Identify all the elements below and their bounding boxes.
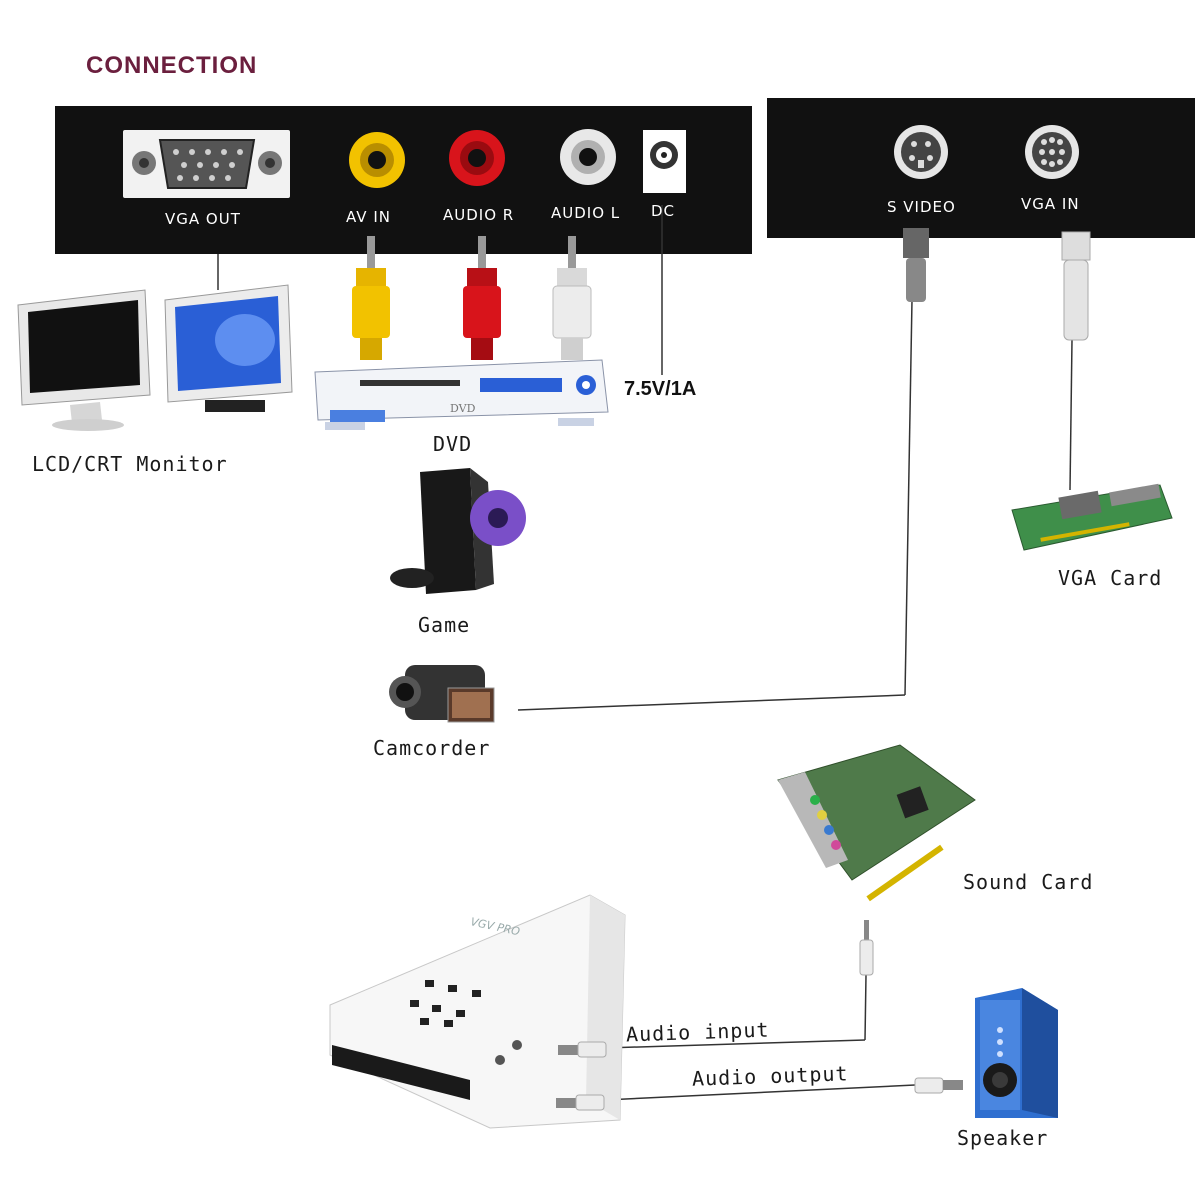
audio-input-label: Audio input [625,1017,770,1047]
game-console-icon [390,468,526,594]
sound-card-label: Sound Card [963,870,1094,894]
vga-in-plug-icon [1061,231,1091,341]
crt-monitor-icon [164,284,293,412]
camcorder-label: Camcorder [373,736,491,760]
dvd-logo-text: DVD [450,402,476,415]
yellow-rca-plug-icon [352,236,390,360]
audio-r-label: AUDIO R [443,206,515,224]
s-video-label: S VIDEO [887,198,956,216]
red-rca-plug-icon [463,236,501,360]
game-label: Game [418,613,471,637]
dc-label: DC [651,202,676,220]
s-video-port-icon [894,125,948,179]
speaker-icon [975,988,1058,1118]
power-spec-label: 7.5V/1A [624,378,697,400]
audio-l-label: AUDIO L [551,204,621,222]
vga-out-port-icon [123,130,290,198]
vga-card-icon [1011,483,1173,551]
audio-r-jack-icon [449,130,505,186]
vga-card-label: VGA Card [1058,566,1163,590]
av-in-jack-icon [349,132,405,188]
dc-jack-icon [643,130,686,193]
av-in-label: AV IN [346,208,391,226]
dvd-label: DVD [433,432,473,456]
vga-in-label: VGA IN [1021,195,1080,213]
audio-output-plug-icon [556,1094,605,1111]
camcorder-icon [389,665,495,723]
dvd-player-icon: DVD [314,359,609,430]
vga-out-label: VGA OUT [165,210,241,228]
input-port-panel [767,98,1195,238]
monitor-label: LCD/CRT Monitor [32,452,228,476]
page-title: CONNECTION [86,52,258,79]
sound-card-icon [777,744,976,902]
speaker-plug-icon [914,1077,963,1094]
lcd-monitor-icon [17,289,151,431]
audio-input-plug-icon [558,1041,607,1058]
s-video-plug-icon [903,228,929,302]
capture-box-icon: VGV PRO [329,894,626,1129]
white-rca-plug-icon [552,236,592,360]
vga-in-port-icon [1025,125,1079,179]
audio-l-jack-icon [560,129,616,185]
speaker-label: Speaker [957,1126,1049,1150]
sound-card-audio-plug-icon [859,920,874,976]
